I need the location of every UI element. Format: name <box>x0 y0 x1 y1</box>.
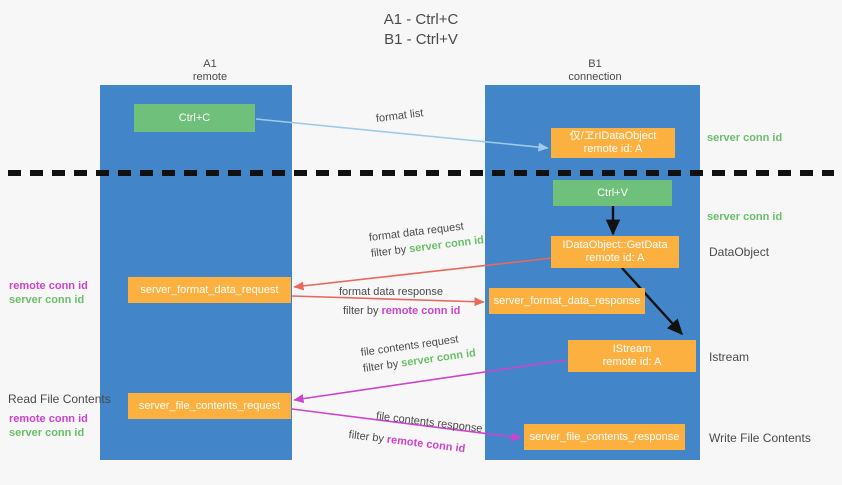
box-ctrl-v[interactable]: Ctrl+V <box>553 180 672 206</box>
format-data-response-filter: filter by remote conn id <box>343 304 460 318</box>
right-label-istream: Istream <box>709 350 750 364</box>
right-label-server-conn-id-top: server conn id <box>707 132 783 144</box>
box-istream-sub: remote id: A <box>602 356 662 368</box>
lane-a1-name: A1 <box>203 58 217 70</box>
format-data-response-text: format data response <box>339 286 443 298</box>
box-idataobject-getdata[interactable]: IDataObject::GetData remote id: A <box>551 236 679 268</box>
left-server-conn-id-2: server conn id <box>9 427 85 439</box>
box-ctrl-v-label: Ctrl+V <box>597 186 628 199</box>
box-sfcreq-label: server_file_contents_request <box>138 399 281 412</box>
box-getdata-title: IDataObject::GetData <box>562 239 668 251</box>
lane-header-a1: A1 remote <box>130 58 290 84</box>
box-idataobject-title: 仅/ヱrIDataObject <box>569 130 657 142</box>
page-title: A1 - Ctrl+C B1 - Ctrl+V <box>0 10 842 50</box>
left-server-conn-id-1: server conn id <box>9 294 85 306</box>
box-idataobject[interactable]: 仅/ヱrIDataObject remote id: A <box>551 128 675 158</box>
remote-conn-id-text-1: remote conn id <box>381 305 461 317</box>
box-server-format-data-request[interactable]: server_format_data_request <box>128 277 291 303</box>
box-istream[interactable]: IStream remote id: A <box>568 340 696 372</box>
box-sfdreq-label: server_format_data_request <box>140 283 279 296</box>
left-label-conn-ids-1: remote conn id server conn id <box>9 279 88 307</box>
left-label-conn-ids-2: remote conn id server conn id <box>9 412 88 440</box>
filter-by-text-2: filter by <box>343 305 382 317</box>
left-remote-conn-id-1: remote conn id <box>9 280 88 292</box>
title-line-2: B1 - Ctrl+V <box>384 31 458 48</box>
right-label-server-conn-id-mid: server conn id <box>707 211 783 223</box>
box-ctrl-c[interactable]: Ctrl+C <box>134 104 255 132</box>
box-getdata-sub: remote id: A <box>585 252 645 264</box>
box-istream-title: IStream <box>612 343 652 355</box>
lane-b1-sub: connection <box>568 71 622 83</box>
right-label-write-file-contents: Write File Contents <box>709 431 811 445</box>
box-server-format-data-response[interactable]: server_format_data_response <box>489 288 645 314</box>
lane-b1-name: B1 <box>588 58 602 70</box>
box-server-file-contents-response[interactable]: server_file_contents_response <box>524 424 685 450</box>
box-idataobject-sub: remote id: A <box>583 143 643 155</box>
title-line-1: A1 - Ctrl+C <box>383 11 459 28</box>
lane-header-b1: B1 connection <box>515 58 675 84</box>
box-ctrl-c-label: Ctrl+C <box>178 111 211 124</box>
lane-a1-sub: remote <box>192 71 228 83</box>
left-remote-conn-id-2: remote conn id <box>9 413 88 425</box>
right-label-dataobject: DataObject <box>709 245 770 259</box>
box-sfcres-label: server_file_contents_response <box>529 430 680 443</box>
box-sfdres-label: server_format_data_response <box>493 294 641 307</box>
box-server-file-contents-request[interactable]: server_file_contents_request <box>128 393 291 419</box>
edge-label-format-data-response: format data response filter by remote co… <box>339 285 460 318</box>
left-label-read-file-contents: Read File Contents <box>8 392 111 406</box>
